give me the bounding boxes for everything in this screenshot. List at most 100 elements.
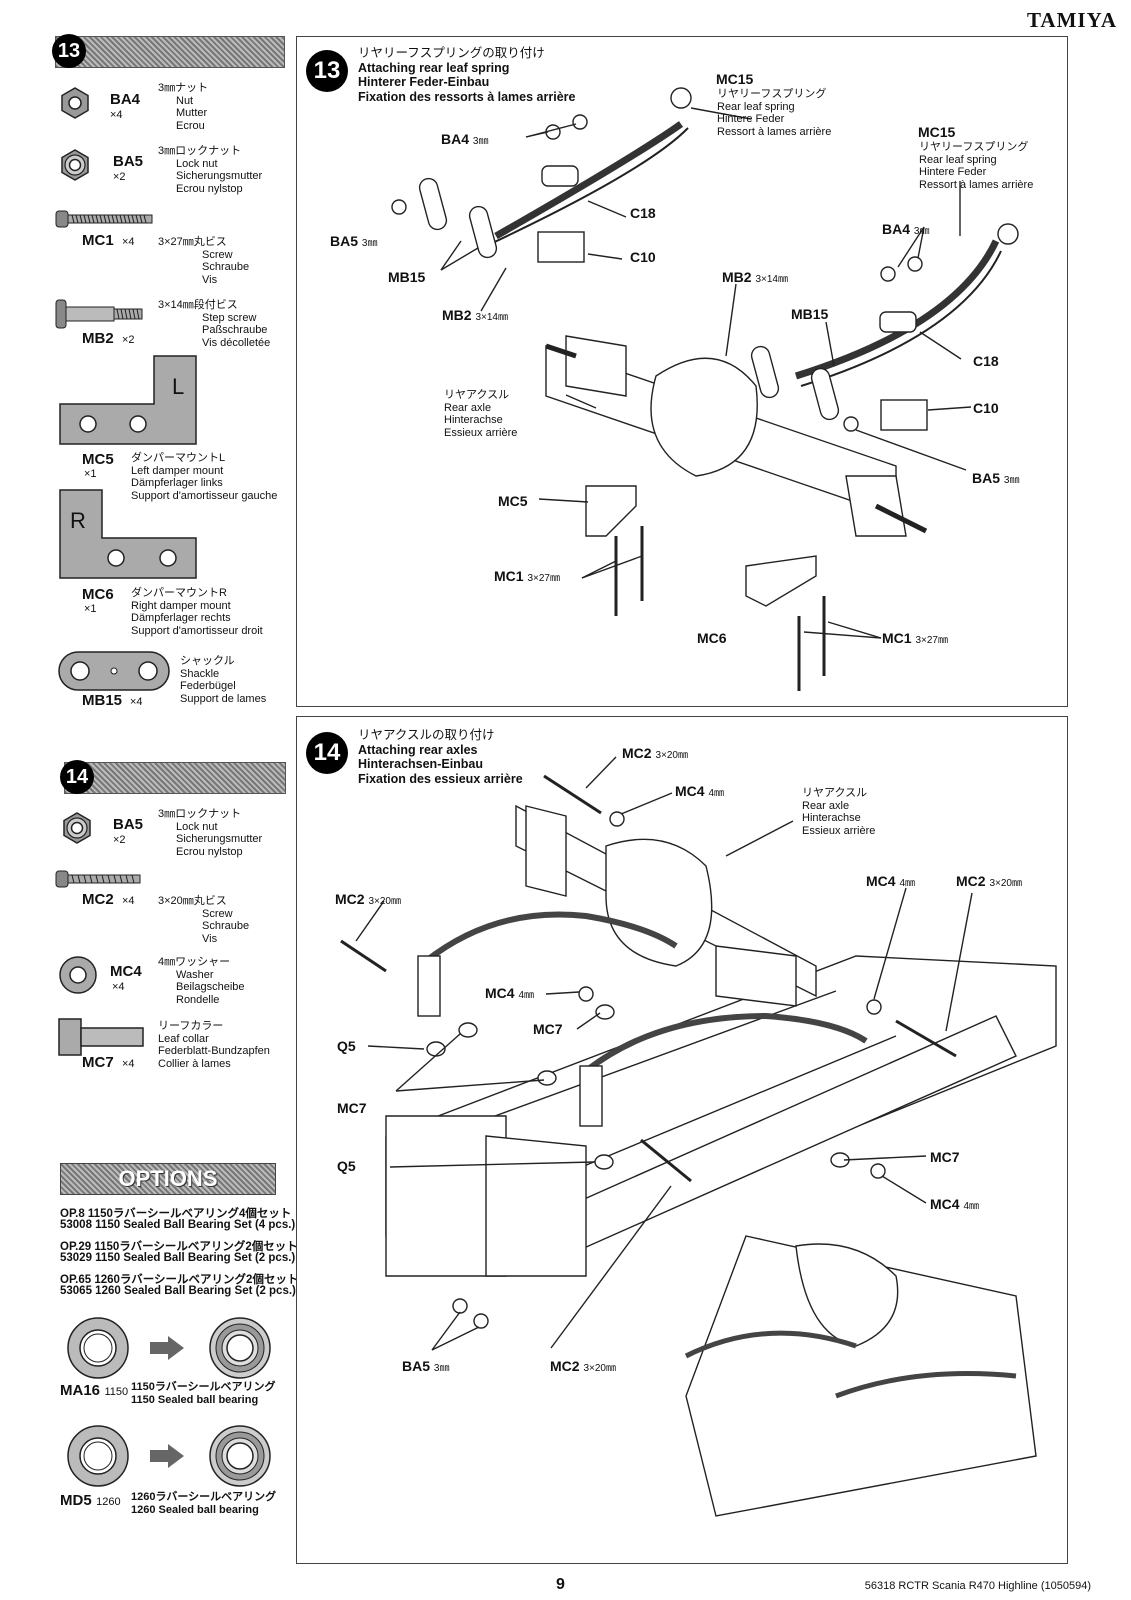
callout-mc2-top: MC2 3×20㎜ <box>622 745 688 761</box>
callout-q5-b: Q5 <box>337 1158 356 1174</box>
option-line: OP.29 1150ラバーシールベアリング2個セット <box>60 1241 298 1253</box>
callout-mc4-top: MC4 4㎜ <box>675 783 725 799</box>
options-banner: OPTIONS <box>60 1163 276 1195</box>
step14-number-large: 14 <box>306 732 348 774</box>
callout-c18-a: C18 <box>630 205 656 221</box>
part-code-mc5: MC5 <box>82 451 114 468</box>
callout-mc15-a: MC15 <box>716 71 754 87</box>
bearing-code-md5: MD5 1260 <box>60 1492 121 1509</box>
lock-nut-icon <box>63 812 91 844</box>
part-desc-mc4: 4㎜ワッシャー Washer Beilagscheibe Rondelle <box>158 956 245 1006</box>
callout-mb2-a: MB2 3×14㎜ <box>442 307 508 323</box>
step14-banner <box>64 762 286 794</box>
part-desc-mc7: リーフカラー Leaf collar Federblatt-Bundzapfen… <box>158 1020 270 1070</box>
ball-bearing-icon <box>209 1317 271 1379</box>
option-line: OP.65 1260ラバーシールベアリング2個セット <box>60 1274 299 1286</box>
callout-mc4-right: MC4 4㎜ <box>866 873 916 889</box>
page-number: 9 <box>556 1576 565 1593</box>
damper-mount-left-letter: L <box>172 374 185 399</box>
step13-banner <box>55 36 285 68</box>
part-qty-ba4: ×4 <box>110 109 123 121</box>
callout-rear-axle-13: リヤアクスル Rear axle Hinterachse Essieux arr… <box>444 389 518 439</box>
screw-icon <box>55 210 153 228</box>
callout-mc2-right: MC2 3×20㎜ <box>956 873 1022 889</box>
callout-c18-b: C18 <box>973 353 999 369</box>
callout-mc2-bottom: MC2 3×20㎜ <box>550 1358 616 1374</box>
part-qty-mc1: ×4 <box>122 236 135 248</box>
callout-mb15-a: MB15 <box>388 269 426 285</box>
model-footer: 56318 RCTR Scania R470 Highline (1050594… <box>864 1580 1091 1592</box>
callout-mc1-a: MC1 3×27㎜ <box>494 568 560 584</box>
callout-ba4-a: BA4 3㎜ <box>441 131 489 147</box>
step-screw-icon <box>55 299 143 329</box>
screw-icon <box>55 870 141 888</box>
callout-q5-a: Q5 <box>337 1038 356 1054</box>
part-code-ba5: BA5 <box>113 153 144 170</box>
brand-logo: TAMIYA <box>1026 8 1117 32</box>
part-code-mb2: MB2 <box>82 330 114 347</box>
part-code-ba5-14: BA5 <box>113 816 144 833</box>
part-code-mc2: MC2 <box>82 891 114 908</box>
callout-ba5-a: BA5 3㎜ <box>330 233 378 249</box>
arrow-right-icon <box>150 1444 184 1468</box>
ball-bearing-icon <box>209 1425 271 1487</box>
part-qty-ba5: ×2 <box>113 171 126 183</box>
callout-ba5-14: BA5 3㎜ <box>402 1358 450 1374</box>
part-desc-ba4: 3㎜ナット Nut Mutter Ecrou <box>158 82 209 132</box>
part-code-mb15: MB15 <box>82 692 123 709</box>
callout-mc7-right: MC7 <box>930 1149 960 1165</box>
step13-number-large: 13 <box>306 50 348 92</box>
part-code-ba4: BA4 <box>110 91 141 108</box>
damper-mount-left-icon <box>59 355 197 445</box>
part-qty-mc6: ×1 <box>84 603 97 615</box>
callout-mc15-a-desc: リヤリーフスプリング Rear leaf spring Hintere Fede… <box>717 88 832 138</box>
leaf-collar-icon <box>58 1018 144 1056</box>
part-desc-mb15: シャックル Shackle Federbügel Support de lame… <box>180 655 267 705</box>
callout-c10-a: C10 <box>630 249 656 265</box>
callout-ba5-b: BA5 3㎜ <box>972 470 1020 486</box>
callout-mc2-left: MC2 3×20㎜ <box>335 891 401 907</box>
damper-mount-right-icon <box>59 489 197 579</box>
step14-assembly-drawing <box>340 756 1057 1517</box>
lock-nut-icon <box>61 149 89 181</box>
callout-c10-b: C10 <box>973 400 999 416</box>
part-qty-mc2: ×4 <box>122 895 135 907</box>
part-qty-mc5: ×1 <box>84 468 97 480</box>
callout-mc6: MC6 <box>697 630 727 646</box>
part-qty-ba5-14: ×2 <box>113 834 126 846</box>
callout-ba4-b: BA4 3㎜ <box>882 221 930 237</box>
standard-bushing-icon <box>67 1425 129 1487</box>
arrow-right-icon <box>150 1336 184 1360</box>
option-line: OP.8 1150ラバーシールベアリング4個セット <box>60 1208 292 1220</box>
part-desc-mc6: ダンパーマウントR Right damper mount Dämpferlage… <box>131 587 263 637</box>
callout-mb15-b: MB15 <box>791 306 829 322</box>
option-line: 53008 1150 Sealed Ball Bearing Set (4 pc… <box>60 1219 296 1231</box>
part-desc-ba5: 3㎜ロックナット Lock nut Sicherungsmutter Ecrou… <box>158 145 263 195</box>
callout-mb2-b: MB2 3×14㎜ <box>722 269 788 285</box>
callout-mc4-bottom: MC4 4㎜ <box>930 1196 980 1212</box>
part-desc-mc1: 3×27㎜丸ビス Screw Schraube Vis <box>158 236 250 286</box>
callout-mc7-mid: MC7 <box>533 1021 563 1037</box>
option-line: 53029 1150 Sealed Ball Bearing Set (2 pc… <box>60 1252 296 1264</box>
step13-number: 13 <box>52 34 86 68</box>
part-desc-mb2: 3×14㎜段付ビス Step screw Paßschraube Vis déc… <box>158 299 271 349</box>
part-desc-mc2: 3×20㎜丸ビス Screw Schraube Vis <box>158 895 250 945</box>
step13-title: リヤリーフスプリングの取り付け Attaching rear leaf spri… <box>358 46 576 104</box>
part-code-mc4: MC4 <box>110 963 142 980</box>
damper-mount-right-letter: R <box>70 508 86 533</box>
washer-icon <box>59 956 97 994</box>
nut-icon <box>61 87 89 119</box>
step14-title: リヤアクスルの取り付け Attaching rear axles Hintera… <box>358 728 523 786</box>
callout-rear-axle-14: リヤアクスル Rear axle Hinterachse Essieux arr… <box>802 787 876 837</box>
standard-bushing-icon <box>67 1317 129 1379</box>
part-qty-mb2: ×2 <box>122 334 135 346</box>
part-code-mc6: MC6 <box>82 586 114 603</box>
callout-mc4-mid: MC4 4㎜ <box>485 985 535 1001</box>
callout-mc1-b: MC1 3×27㎜ <box>882 630 948 646</box>
part-qty-mc7: ×4 <box>122 1058 135 1070</box>
callout-mc5: MC5 <box>498 493 528 509</box>
part-code-mc7: MC7 <box>82 1054 114 1071</box>
shackle-icon <box>58 651 170 691</box>
callout-mc7-left: MC7 <box>337 1100 367 1116</box>
option-line: 53065 1260 Sealed Ball Bearing Set (2 pc… <box>60 1285 296 1297</box>
